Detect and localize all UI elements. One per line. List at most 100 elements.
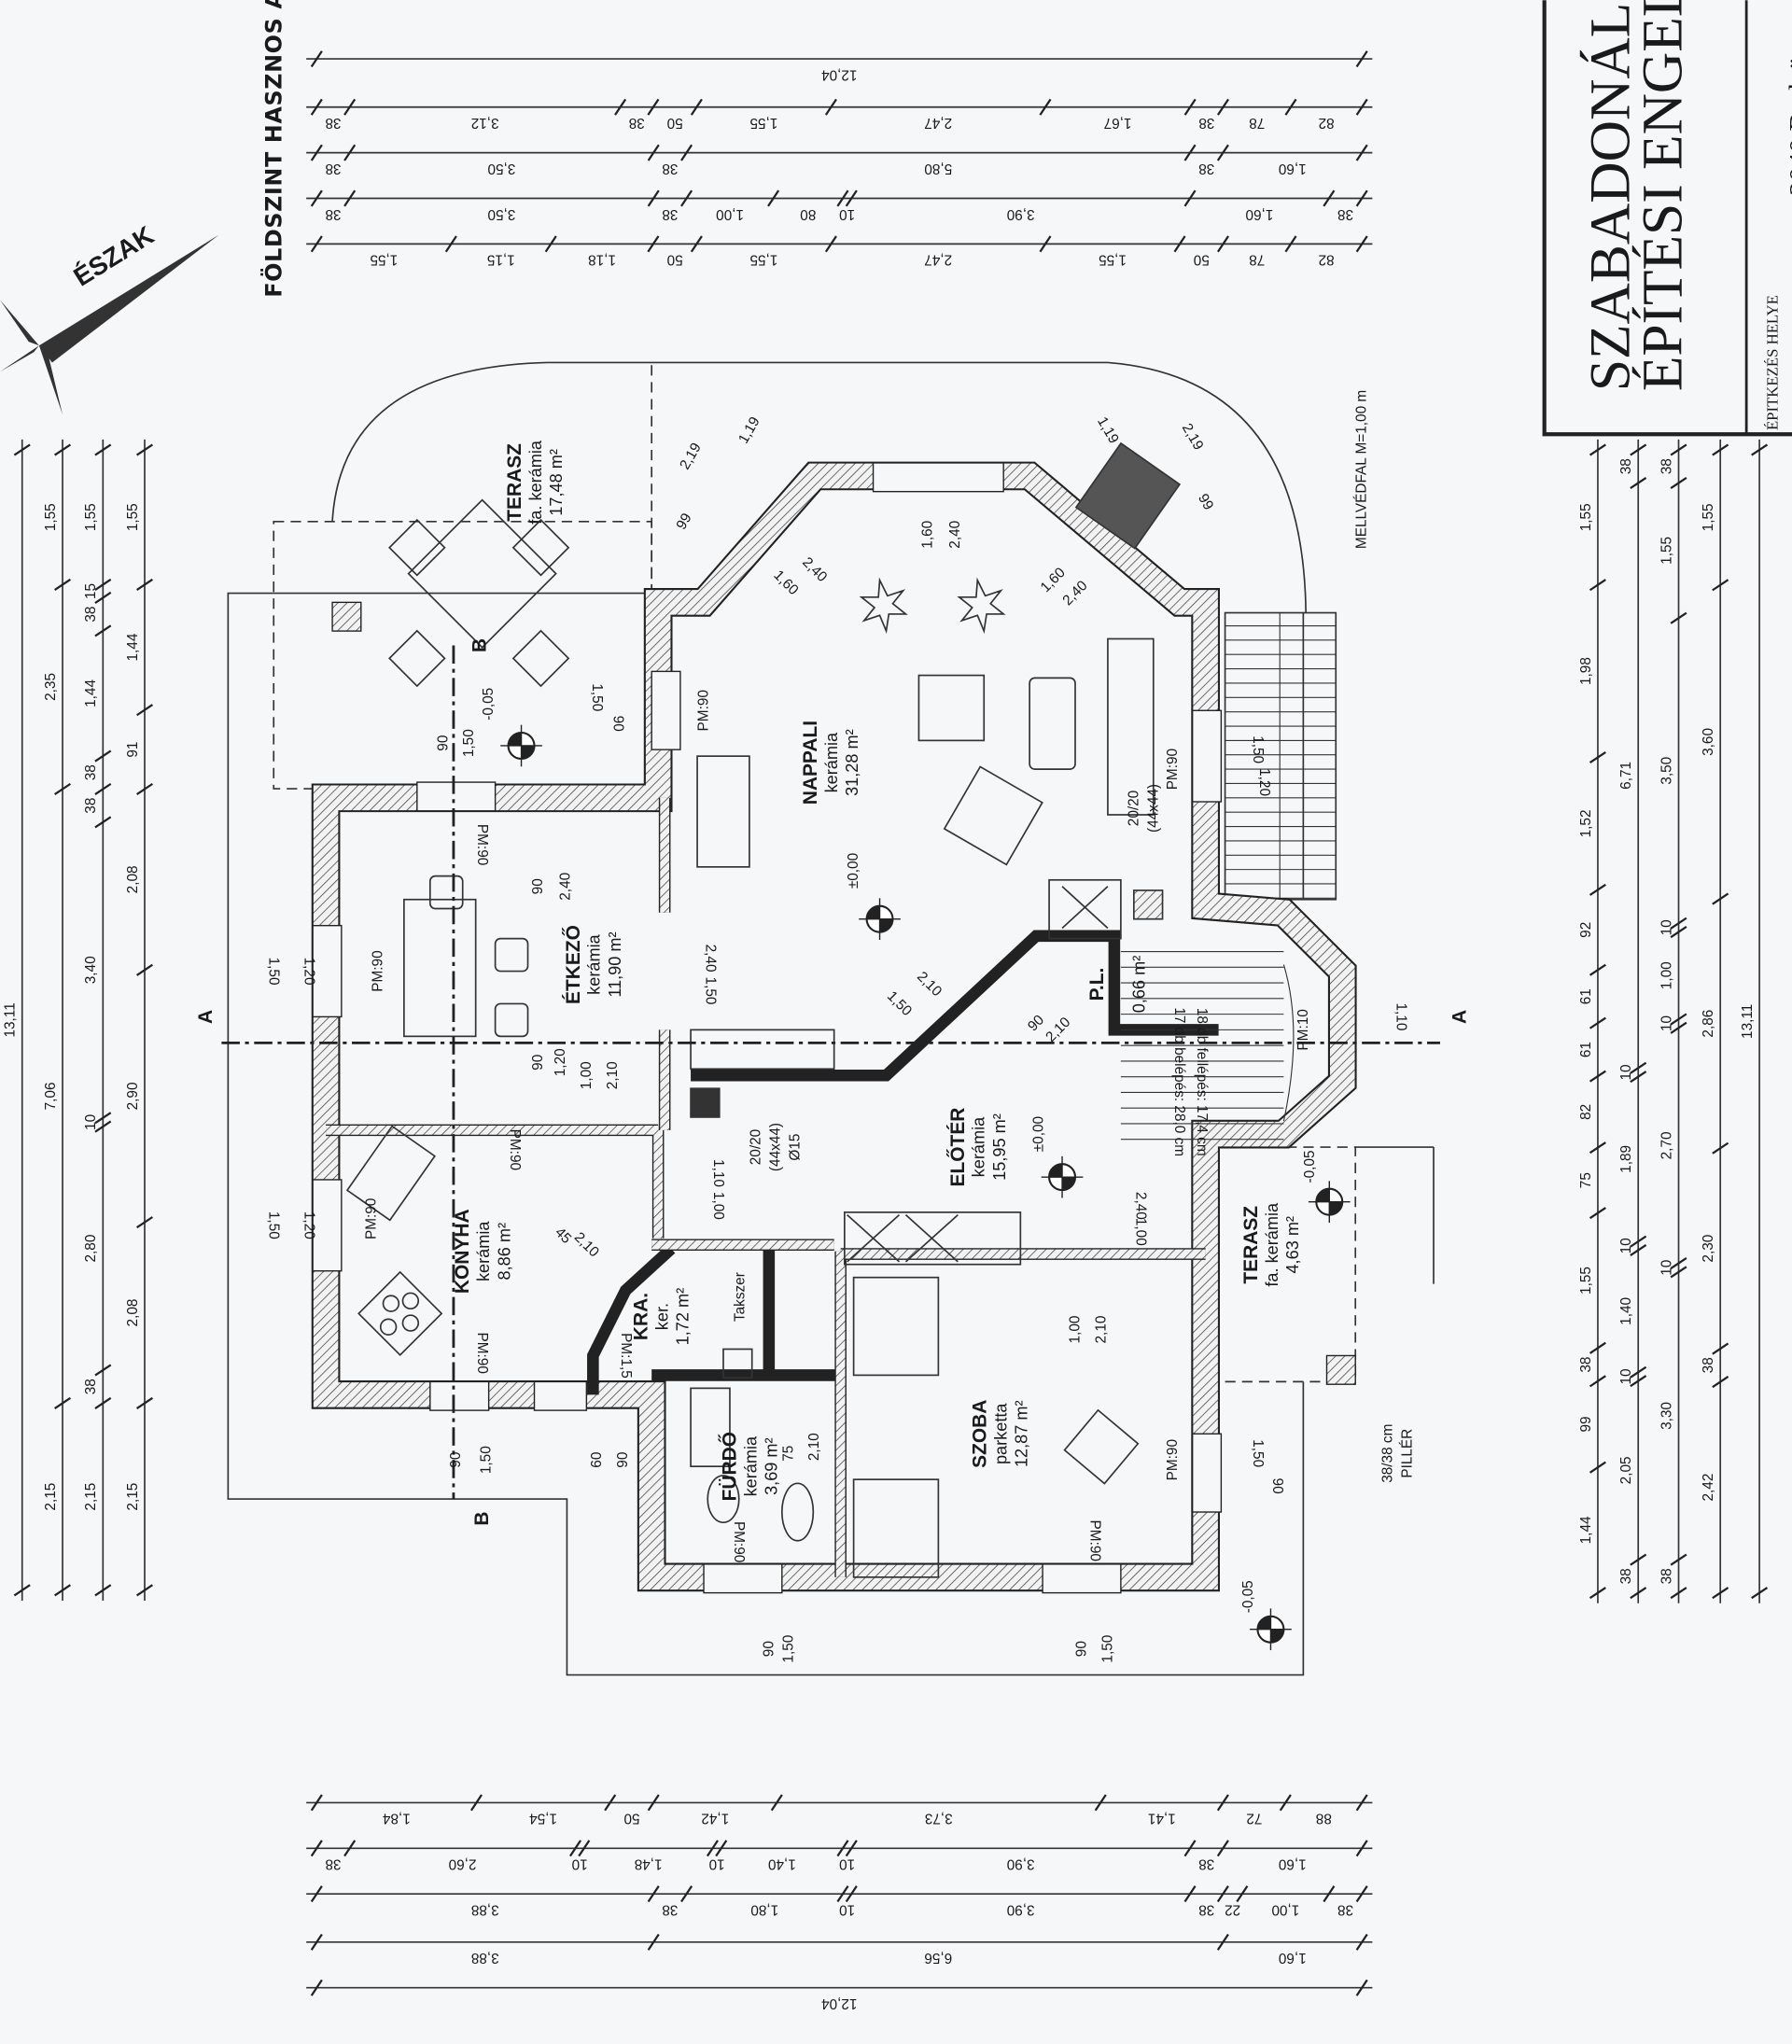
dimension-label: 38 — [83, 798, 99, 814]
dimension-label: 10 — [572, 1856, 588, 1872]
dimension-chain-left: 1,552,357,062,15 — [43, 439, 72, 1601]
dimension-label: 1,55 — [125, 503, 141, 531]
dimension-label: 1,60 — [1245, 206, 1273, 222]
room-name: KONYHA — [452, 1209, 473, 1294]
opening-label: 1,10 — [1393, 1002, 1409, 1030]
opening-label: 1,50 — [266, 958, 282, 986]
dimension-label: 10 — [1618, 1368, 1634, 1384]
dimension-label: 10 — [839, 1856, 855, 1872]
dimension-label: 10 — [839, 206, 855, 222]
room-area: 15,95 m² — [990, 1113, 1009, 1181]
opening-label: 1,50 — [1250, 1439, 1266, 1467]
opening-label: 90 — [609, 716, 625, 732]
dimension-label: 38 — [1618, 458, 1634, 474]
section-mark: A — [1449, 1010, 1470, 1024]
opening-label: 1,50 — [780, 1635, 796, 1663]
dimension-label: 38 — [1659, 1568, 1674, 1584]
dimension-label: 38 — [325, 1856, 341, 1872]
opening-label: 1,50 — [478, 1446, 494, 1474]
dimension-label: 38 — [1701, 1357, 1716, 1373]
level-label: -0,05 — [1302, 1150, 1318, 1183]
opening-label: 20/20 — [748, 1129, 763, 1165]
opening-label: PM:90 — [1086, 1520, 1102, 1561]
opening-label: 1,00 — [579, 1061, 595, 1089]
dimension-label: 3,73 — [925, 1811, 953, 1827]
room-area: 8,86 m² — [495, 1223, 513, 1281]
opening-label: 1,60 — [770, 567, 801, 598]
room-name: TERASZ — [504, 443, 525, 522]
opening-label: 2,40 — [1059, 578, 1090, 609]
dimension-label: 1,00 — [1271, 1901, 1299, 1917]
opening-label: 1,19 — [735, 414, 763, 446]
dimension-label: 88 — [1316, 1811, 1332, 1827]
dimension-label: 2,15 — [125, 1483, 141, 1511]
dimension-label: 38 — [1337, 206, 1353, 222]
dimension-chain-top: 12,04 — [306, 50, 1373, 82]
dimension-label: 3,50 — [487, 206, 515, 222]
dimension-label: 3,12 — [471, 115, 499, 131]
opening-label: 90 — [761, 1641, 777, 1657]
opening-label: 1,20 — [553, 1048, 568, 1076]
terrace-stairs — [1225, 612, 1337, 900]
opening-label: 1,50 — [1250, 735, 1266, 763]
opening-label: 60 — [589, 1452, 605, 1468]
windows — [312, 462, 1223, 1594]
opening-label: 1,19 — [1094, 414, 1122, 446]
storage-label: Takszer — [733, 1272, 749, 1322]
section-mark: B — [469, 638, 490, 652]
room-material: kerámia — [741, 1435, 760, 1496]
opening-label: 1,00 — [1068, 1316, 1084, 1344]
opening-label: 90 — [1073, 1641, 1089, 1657]
dimension-label: 82 — [1578, 1104, 1594, 1120]
level-markers — [500, 724, 1351, 1651]
room-name: SZOBA — [970, 1400, 991, 1468]
opening-label: (44x44) — [1145, 784, 1161, 833]
dimension-label: 3,90 — [1007, 1901, 1035, 1917]
dimension-label: 2,47 — [924, 115, 952, 131]
dimension-label: 1,55 — [1701, 503, 1716, 531]
dimension-label: 1,41 — [1148, 1811, 1176, 1827]
dimension-label: 3,60 — [1701, 728, 1716, 756]
dimension-label: 1,80 — [750, 1901, 778, 1917]
dimension-label: 50 — [667, 115, 683, 131]
pillar-size-note: 38/38 cm — [1380, 1424, 1396, 1483]
opening-label: 2,10 — [914, 969, 945, 1000]
opening-label: 90 — [530, 1055, 546, 1071]
dimension-label: 6,71 — [1618, 762, 1634, 790]
dimension-label: 12,04 — [821, 66, 858, 82]
dimension-label: 3,50 — [487, 161, 515, 176]
dimension-label: 1,98 — [1578, 657, 1594, 685]
opening-label: 90 — [1269, 1478, 1285, 1494]
dimension-label: 10 — [709, 1856, 725, 1872]
level-label: ±0,00 — [1030, 1116, 1046, 1152]
dimension-label: 91 — [125, 742, 141, 758]
dimension-label: 38 — [629, 115, 645, 131]
level-marker-icon — [1308, 1181, 1351, 1224]
room-name: FÜRDŐ — [719, 1432, 740, 1501]
dimension-label: 1,15 — [487, 252, 515, 268]
dimension-label: 75 — [1578, 1172, 1594, 1188]
dimension-label: 38 — [1618, 1568, 1634, 1584]
opening-label: 99 — [673, 511, 694, 532]
dimension-label: 2,05 — [1618, 1456, 1634, 1484]
room-area: 12,87 m² — [1013, 1400, 1031, 1467]
opening-label: 2,10 — [571, 1229, 602, 1260]
opening-label: PM:90 — [1165, 749, 1181, 790]
opening-label: 1,50 — [703, 977, 719, 1005]
opening-label: 1,50 — [884, 988, 915, 1019]
dimension-label: 1,18 — [588, 252, 616, 268]
section-mark: B — [471, 1511, 493, 1525]
room-name: NAPPALI — [800, 721, 821, 805]
dimension-label: 38 — [83, 607, 99, 623]
dimension-label: 1,54 — [529, 1811, 557, 1827]
dimension-label: 38 — [83, 764, 99, 780]
dimension-label: 1,55 — [1099, 252, 1127, 268]
opening-label: 2,10 — [1043, 1015, 1073, 1045]
